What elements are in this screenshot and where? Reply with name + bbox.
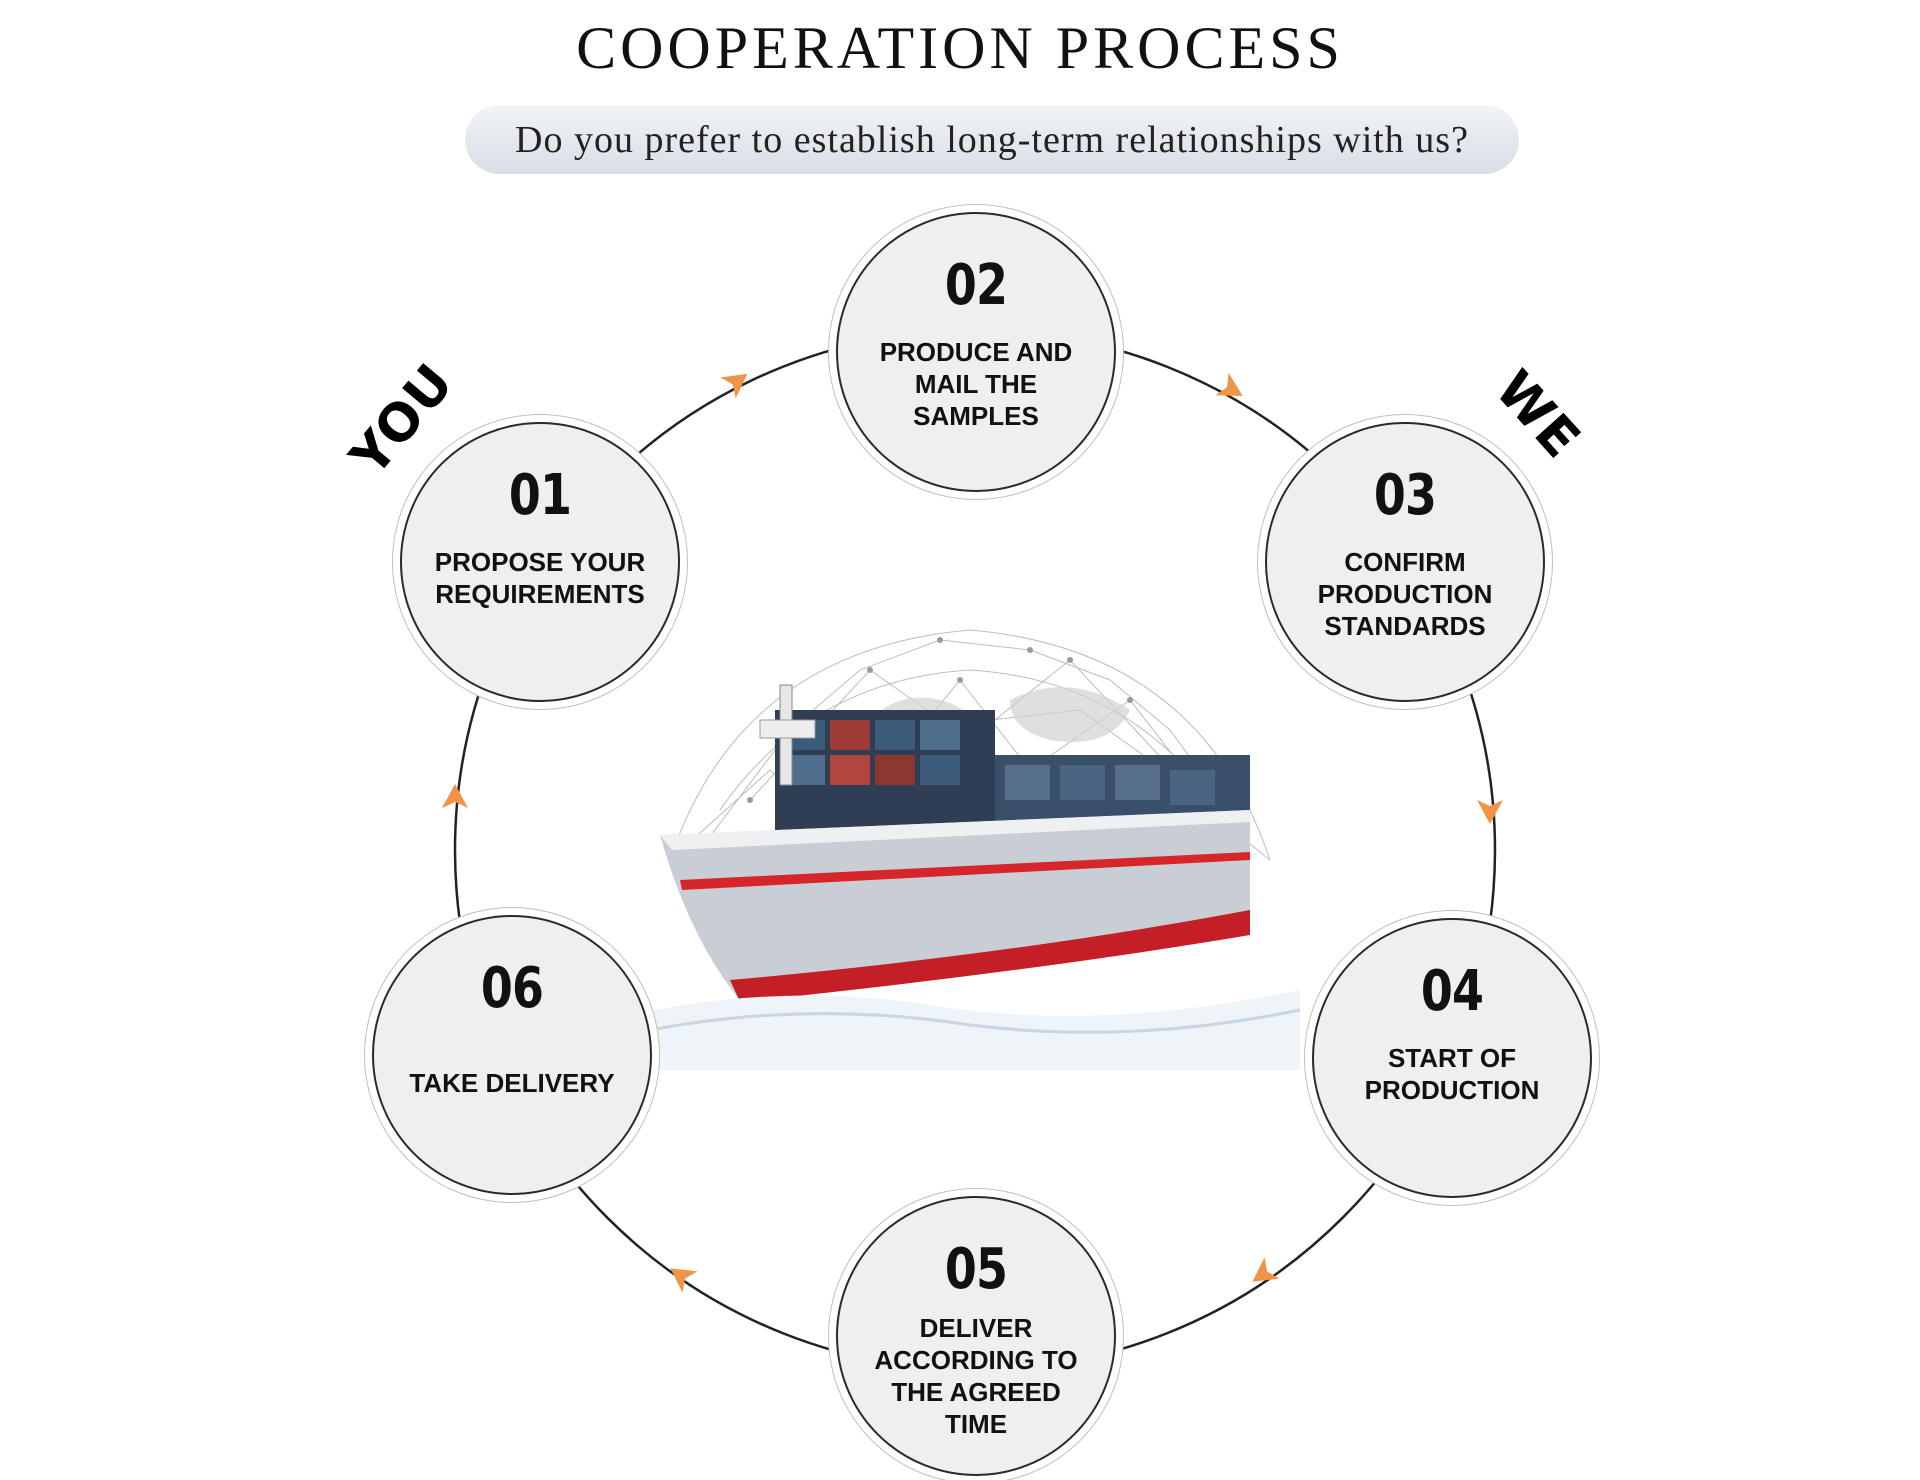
step-label: TAKE DELIVERY bbox=[409, 1068, 615, 1098]
ship-illustration bbox=[610, 560, 1310, 1080]
direction-arrows bbox=[442, 372, 1503, 1293]
step-label: CONFIRM PRODUCTION STANDARDS bbox=[1317, 547, 1493, 641]
step-number: 06 bbox=[480, 956, 544, 1021]
container-ship-icon bbox=[630, 629, 1301, 1070]
subtitle-text: Do you prefer to establish long-term rel… bbox=[515, 118, 1469, 161]
arrow-icon bbox=[1215, 372, 1243, 396]
arrow-icon bbox=[1252, 1257, 1280, 1282]
step-01: 01 PROPOSE YOUR REQUIREMENTS bbox=[400, 422, 680, 702]
step-number: 04 bbox=[1420, 959, 1484, 1024]
arrow-icon bbox=[720, 373, 748, 399]
step-05: 05 DELIVER ACCORDING TO THE AGREED TIME bbox=[836, 1196, 1116, 1476]
step-number: 02 bbox=[944, 253, 1008, 318]
step-label: PROPOSE YOUR REQUIREMENTS bbox=[434, 547, 646, 609]
step-number: 05 bbox=[944, 1237, 1008, 1302]
arrow-icon bbox=[442, 784, 468, 808]
step-06: 06 TAKE DELIVERY bbox=[372, 915, 652, 1195]
step-02: 02 PRODUCE AND MAIL THE SAMPLES bbox=[836, 212, 1116, 492]
step-number: 03 bbox=[1373, 463, 1437, 528]
arrow-icon bbox=[670, 1268, 698, 1293]
subtitle-banner: Do you prefer to establish long-term rel… bbox=[465, 105, 1519, 174]
step-03: 03 CONFIRM PRODUCTION STANDARDS bbox=[1265, 422, 1545, 702]
step-number: 01 bbox=[508, 463, 572, 528]
step-label: DELIVER ACCORDING TO THE AGREED TIME bbox=[874, 1313, 1078, 1439]
step-04: 04 START OF PRODUCTION bbox=[1312, 918, 1592, 1198]
page-title: COOPERATION PROCESS bbox=[576, 15, 1344, 81]
step-label: START OF PRODUCTION bbox=[1364, 1043, 1540, 1105]
ship-stripe bbox=[680, 852, 1250, 890]
arrow-icon bbox=[1477, 800, 1503, 824]
step-label: PRODUCE AND MAIL THE SAMPLES bbox=[879, 337, 1073, 431]
